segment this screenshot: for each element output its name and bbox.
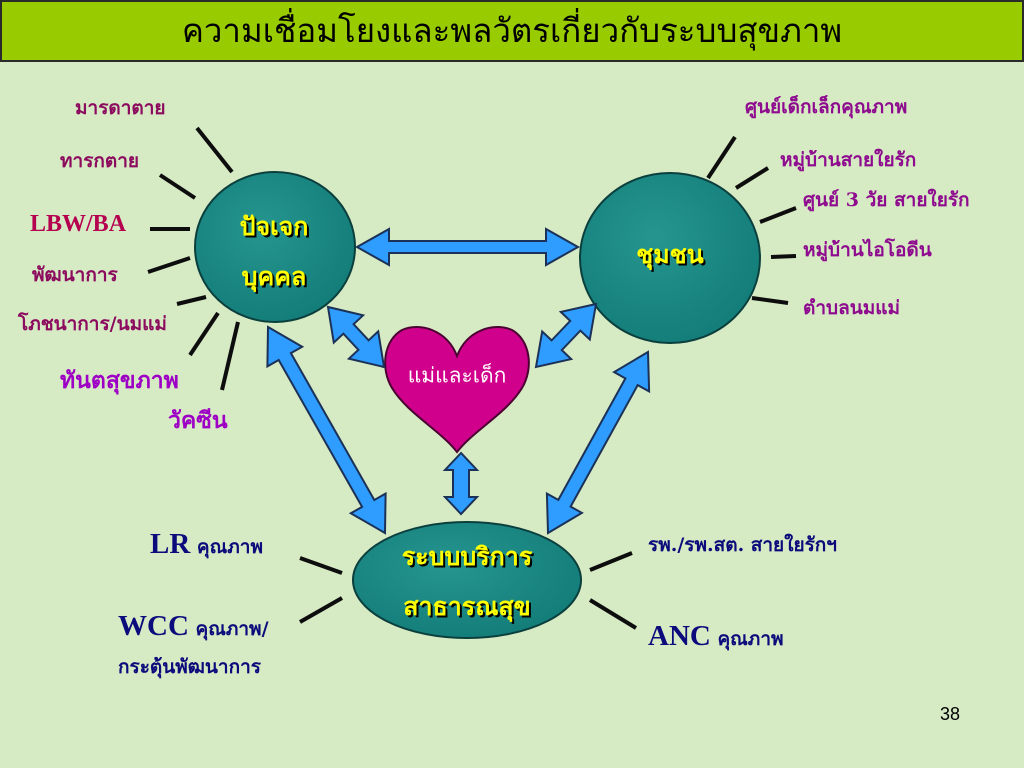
label-infant-death: ทารกตาย <box>60 150 140 172</box>
label-three-age-center: ศูนย์ 3 วัย สายใยรัก <box>803 189 970 211</box>
label-dental-health: ทันตสุขภาพ <box>60 367 179 394</box>
individual-connector-lines <box>147 126 240 391</box>
health-service-node-label: ระบบบริการ สาธารณสุข <box>402 532 533 632</box>
line-hospital <box>589 551 633 572</box>
arrow-community-service <box>545 350 651 535</box>
slide-title: ความเชื่อมโยงและพลวัตรเกี่ยวกับระบบสุขภา… <box>181 10 843 50</box>
label-development: พัฒนาการ <box>32 264 118 286</box>
double-arrows <box>266 227 651 535</box>
line-maternal-death <box>195 126 234 174</box>
label-wcc-abbr: WCC <box>118 610 189 642</box>
label-lr-text: คุณภาพ <box>196 536 263 558</box>
arrow-individual-service <box>266 325 387 535</box>
line-lr <box>299 556 343 575</box>
line-vaccine <box>220 321 240 391</box>
label-anc-abbr: ANC <box>648 620 711 652</box>
community-connector-lines <box>706 135 797 305</box>
line-breastfeeding-subdistrict <box>751 296 789 305</box>
label-wcc-stimulation: กระตุ้นพัฒนาการ <box>118 656 261 678</box>
community-node-circle <box>579 172 761 344</box>
page-number: 38 <box>940 704 961 724</box>
arrow-individual-community <box>354 227 581 267</box>
line-infant-death <box>158 173 197 200</box>
line-development <box>147 256 191 274</box>
title-bar: ความเชื่อมโยงและพลวัตรเกี่ยวกับระบบสุขภา… <box>0 0 1024 62</box>
label-wcc-quality: WCC คุณภาพ/ <box>118 609 269 644</box>
health-service-label-line1: ระบบบริการ <box>401 542 533 571</box>
line-dental <box>188 311 220 357</box>
label-iodine-village: หมู่บ้านไอโอดีน <box>803 239 932 261</box>
service-connector-lines <box>299 551 638 630</box>
label-anc-text: คุณภาพ <box>717 628 784 650</box>
label-childcare-center: ศูนย์เด็กเล็กคุณภาพ <box>745 96 908 118</box>
line-village-bond <box>734 166 770 190</box>
line-wcc <box>299 596 343 624</box>
line-three-age-center <box>759 206 797 224</box>
label-maternal-death: มารดาตาย <box>75 97 166 119</box>
label-lr-abbr: LR <box>150 528 191 560</box>
line-iodine-village <box>770 254 797 259</box>
individual-node-label: ปัจเจก บุคคล <box>240 202 309 302</box>
community-node-label: ชุมชน <box>636 240 704 269</box>
label-anc-quality: ANC คุณภาพ <box>648 619 784 654</box>
arrow-community-mother-child <box>534 302 598 369</box>
arrow-mother-child-service <box>442 451 480 516</box>
label-lbw-ba: LBW/BA <box>30 211 127 237</box>
label-breastfeeding-subdistrict: ตำบลนมแม่ <box>803 297 900 319</box>
line-nutrition <box>176 295 207 306</box>
health-service-node-ellipse <box>352 521 582 639</box>
label-vaccine: วัคซีน <box>168 407 228 434</box>
individual-label-line2: บุคคล <box>241 262 307 291</box>
mother-child-label: แม่และเด็ก <box>407 363 507 388</box>
label-wcc-text: คุณภาพ/ <box>195 618 269 640</box>
arrow-individual-mother-child <box>326 305 386 369</box>
label-hospital: รพ./รพ.สต. สายใยรักฯ <box>648 534 837 556</box>
health-service-label-line2: สาธารณสุข <box>403 592 531 621</box>
label-lr-quality: LR คุณภาพ <box>150 527 263 562</box>
label-nutrition-breastfeeding: โภชนาการ/นมแม่ <box>18 313 167 335</box>
line-childcare-center <box>706 135 737 180</box>
heart-icon <box>384 326 530 454</box>
individual-label-line1: ปัจเจก <box>239 212 309 241</box>
label-village-bond: หมู่บ้านสายใยรัก <box>780 149 917 171</box>
line-anc <box>588 598 638 630</box>
